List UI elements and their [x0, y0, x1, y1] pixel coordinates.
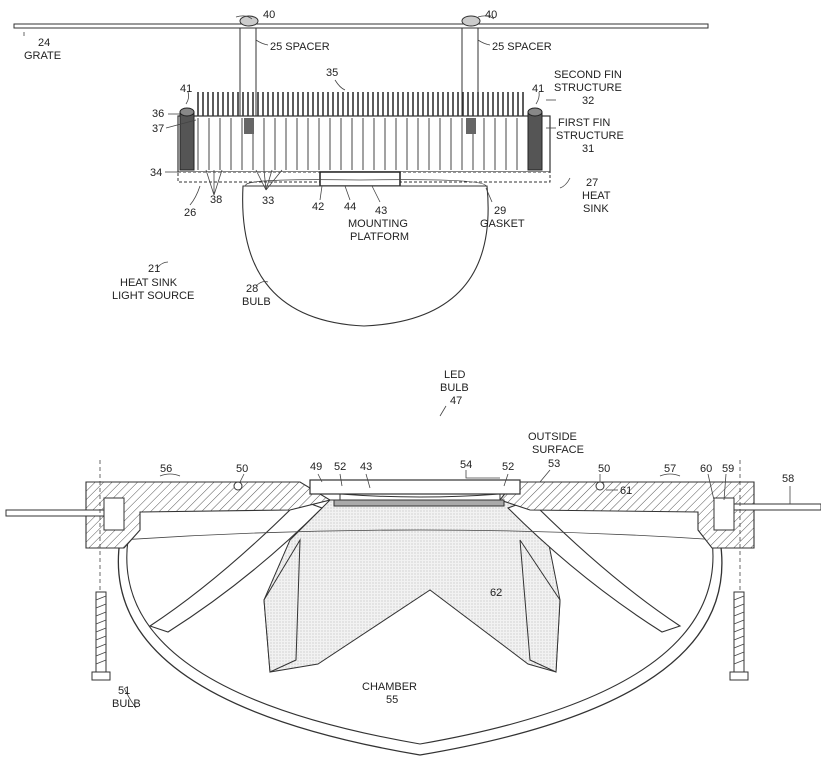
label-57: 57: [664, 463, 676, 475]
label-mounting-1: MOUNTING: [348, 218, 408, 230]
bulb-dome: [242, 185, 489, 327]
housing-bolt-left: [233, 481, 243, 491]
spacer-foot-left: [244, 118, 254, 134]
label-31: 31: [582, 143, 594, 155]
first-fin-structure: [177, 115, 551, 173]
top-figure: 24 GRATE 40 40 25 SPACER 25 SPACER 35 SE…: [13, 9, 709, 327]
label-26: 26: [184, 207, 196, 219]
label-first-fin-2: STRUCTURE: [556, 130, 624, 142]
label-32: 32: [582, 95, 594, 107]
label-27: 27: [586, 177, 598, 189]
clamp-left: [103, 497, 125, 531]
chamber-fill: [263, 499, 561, 673]
label-24: 24: [38, 37, 50, 49]
label-second-fin-2: STRUCTURE: [554, 82, 622, 94]
leader-lines-top: [23, 15, 571, 287]
label-58: 58: [782, 473, 794, 485]
label-49: 49: [310, 461, 322, 473]
grate: [13, 23, 709, 29]
label-38: 38: [210, 194, 222, 206]
label-hsls-2: LIGHT SOURCE: [112, 290, 194, 302]
label-34: 34: [150, 167, 162, 179]
led-platform: [309, 479, 521, 495]
label-40-left: 40: [263, 9, 275, 21]
first-fin-lines: [197, 118, 518, 170]
label-bulb-top: BULB: [242, 296, 271, 308]
wire-right: [733, 503, 821, 511]
label-56: 56: [160, 463, 172, 475]
reflector-left: [148, 499, 323, 633]
label-62: 62: [490, 587, 502, 599]
label-44: 44: [344, 201, 356, 213]
label-61: 61: [620, 485, 632, 497]
chamber-right-leg: [519, 539, 561, 673]
housing-bolt-right: [595, 481, 605, 491]
label-52-right: 52: [502, 461, 514, 473]
screw-left: [91, 591, 111, 681]
cap-right: [527, 107, 543, 117]
chamber-left-leg: [263, 538, 301, 673]
bolt-left: [239, 15, 259, 27]
label-50-left: 50: [236, 463, 248, 475]
cap-left: [179, 107, 195, 117]
label-33: 33: [262, 195, 274, 207]
wire-left: [5, 509, 105, 517]
label-59: 59: [722, 463, 734, 475]
label-second-fin-1: SECOND FIN: [554, 69, 622, 81]
label-chamber: CHAMBER: [362, 681, 417, 693]
label-36: 36: [152, 108, 164, 120]
label-55: 55: [386, 694, 398, 706]
led-lens: [339, 493, 501, 501]
label-43-bottom: 43: [360, 461, 372, 473]
label-outside: OUTSIDE: [528, 431, 577, 443]
label-hsls-1: HEAT SINK: [120, 277, 178, 289]
bolt-right: [461, 15, 481, 27]
label-47: 47: [450, 395, 462, 407]
label-surface: SURFACE: [532, 444, 584, 456]
label-led-bulb: BULB: [440, 382, 469, 394]
bottom-figure: LED BULB 47 OUTSIDE SURFACE 53 56 50 49 …: [5, 369, 821, 756]
label-37: 37: [152, 123, 164, 135]
label-41-right: 41: [532, 83, 544, 95]
label-gasket: GASKET: [480, 218, 525, 230]
outer-bulb: [117, 539, 723, 756]
label-50-right: 50: [598, 463, 610, 475]
label-35: 35: [326, 67, 338, 79]
label-42: 42: [312, 201, 324, 213]
second-fin-structure: [197, 92, 524, 116]
mounting-platform: [319, 171, 401, 187]
label-52-left: 52: [334, 461, 346, 473]
label-40-right: 40: [485, 9, 497, 21]
label-bulb-bottom: BULB: [112, 698, 141, 710]
label-51: 51: [118, 685, 130, 697]
label-28: 28: [246, 283, 258, 295]
spacer-foot-right: [466, 118, 476, 134]
label-heat: HEAT: [582, 190, 611, 202]
reflector-right: [507, 499, 682, 633]
label-sink: SINK: [583, 203, 609, 215]
side-post-right: [527, 111, 543, 171]
label-spacer-left: 25 SPACER: [270, 41, 330, 53]
label-mounting-2: PLATFORM: [350, 231, 409, 243]
label-led: LED: [444, 369, 465, 381]
label-spacer-right: 25 SPACER: [492, 41, 552, 53]
label-41-left: 41: [180, 83, 192, 95]
label-54: 54: [460, 459, 472, 471]
clamp-right: [713, 497, 735, 531]
label-21: 21: [148, 263, 160, 275]
label-60: 60: [700, 463, 712, 475]
label-first-fin-1: FIRST FIN: [558, 117, 610, 129]
label-53: 53: [548, 458, 560, 470]
screw-right: [729, 591, 749, 681]
led-chip: [333, 499, 505, 507]
label-29: 29: [494, 205, 506, 217]
label-43-top: 43: [375, 205, 387, 217]
spacer-right: [461, 27, 479, 125]
leader-lines-bottom: [123, 405, 791, 709]
label-grate: GRATE: [24, 50, 61, 62]
